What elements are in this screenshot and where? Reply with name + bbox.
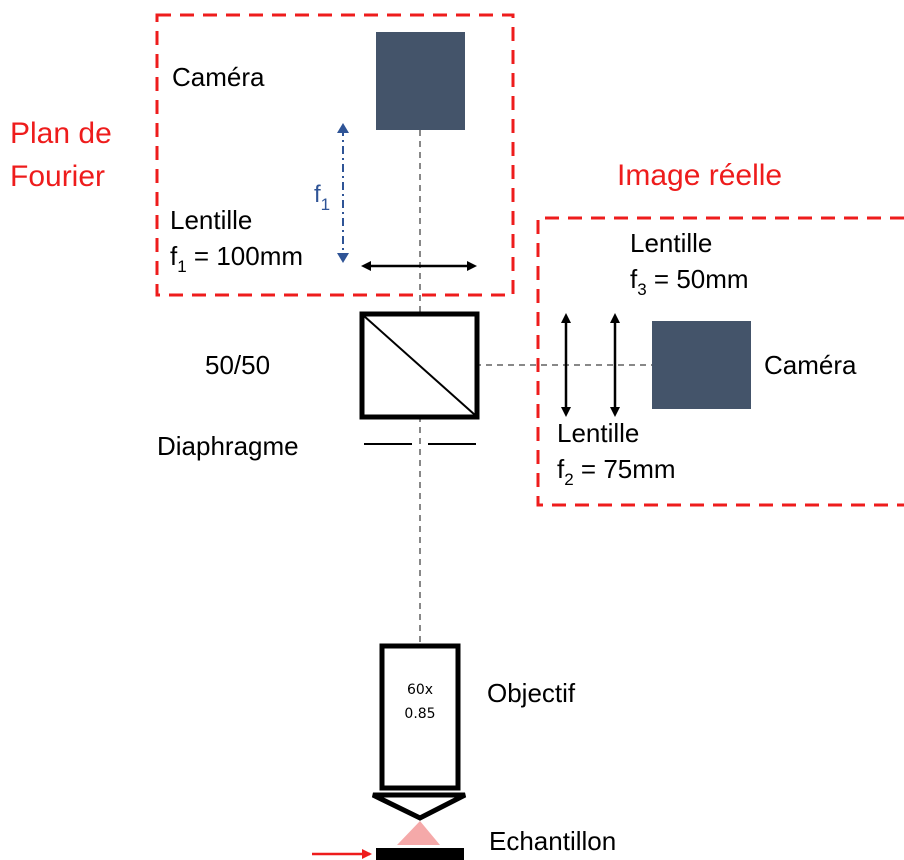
light-cone [397,821,440,845]
camera-right [652,321,751,409]
lens2-name: Lentille [557,418,639,448]
camera-top-label: Caméra [172,62,265,92]
lens2-focal: f2 = 75mm [557,454,676,489]
objective-aperture: 0.85 [404,706,435,722]
lens1-name: Lentille [170,205,252,235]
sample-slide [376,848,464,860]
real-image-title: Image réelle [617,159,782,192]
objective-label: Objectif [487,678,576,708]
objective [371,643,467,821]
diaphragm-label: Diaphragme [157,431,299,461]
lens3-name: Lentille [630,228,712,258]
focal-arrow-label: f1 [314,181,330,214]
objective-magnification: 60x [407,682,433,698]
sample-label: Echantillon [489,826,616,856]
lens1-focal: f1 = 100mm [170,241,303,276]
camera-top [376,32,465,130]
lens3-focal: f3 = 50mm [630,264,749,299]
real-image-region [536,216,904,507]
fourier-title-line1: Plan de [10,117,112,150]
fourier-title-line2: Fourier [10,160,105,193]
splitter-label: 50/50 [205,350,270,380]
camera-right-label: Caméra [764,350,857,380]
beam-splitter [359,311,480,420]
fourier-plane-region [155,13,515,297]
